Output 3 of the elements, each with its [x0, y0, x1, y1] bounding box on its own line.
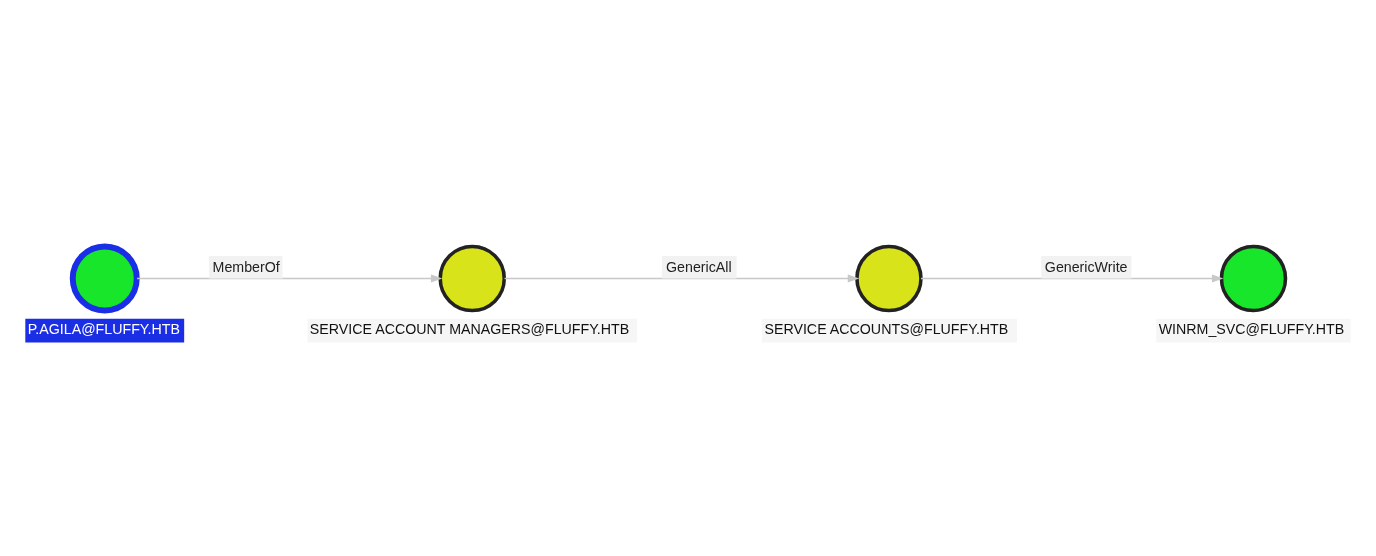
edge-label: MemberOf: [212, 258, 280, 275]
edge-label: GenericAll: [666, 258, 732, 275]
edge-label: GenericWrite: [1044, 258, 1128, 275]
